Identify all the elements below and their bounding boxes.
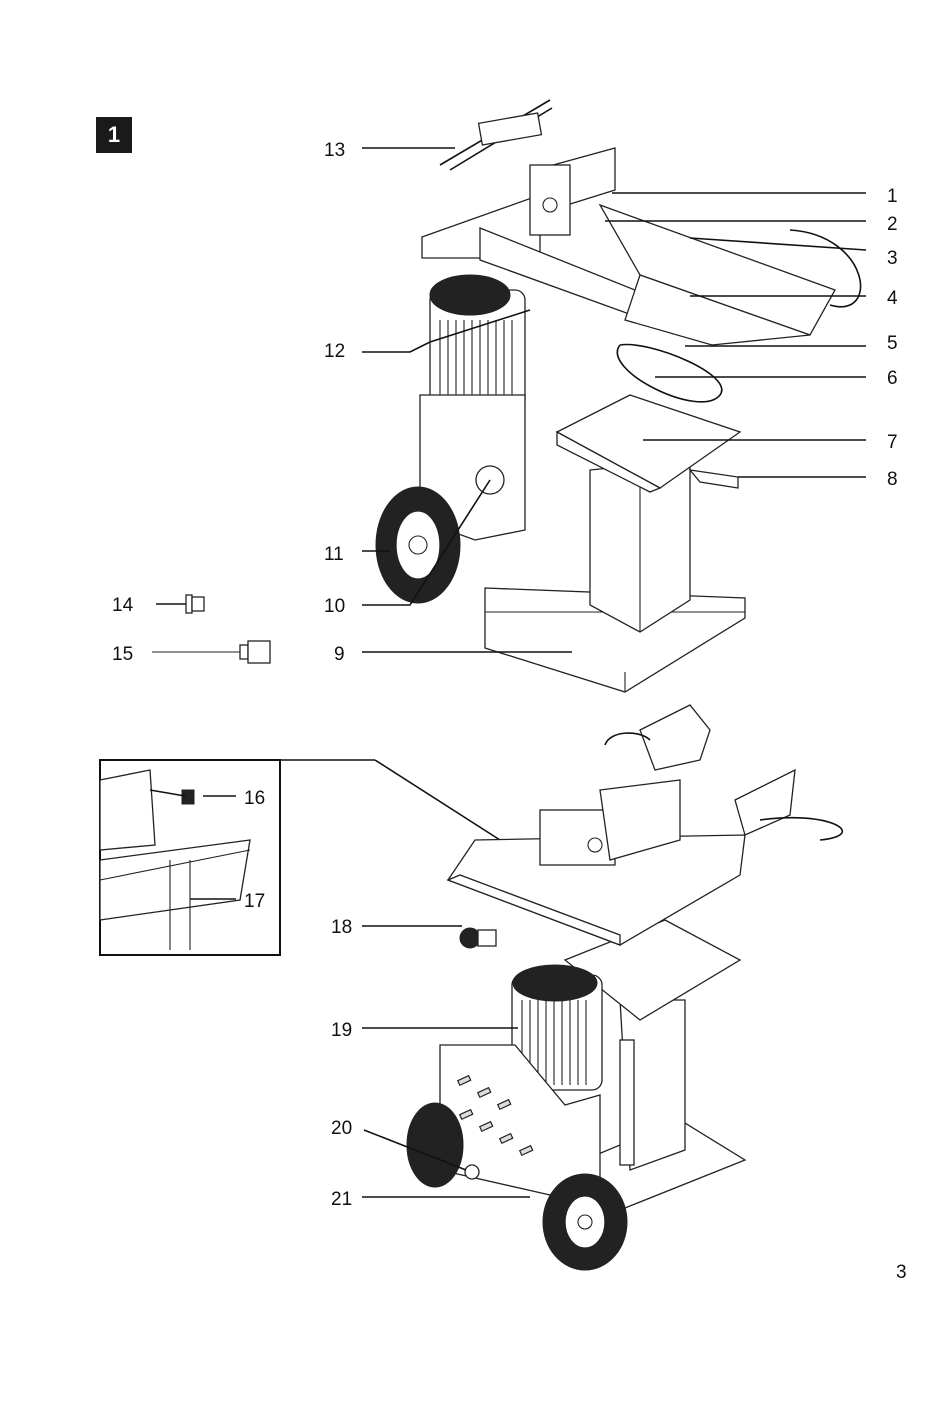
svg-text:21: 21: [331, 1189, 352, 1210]
svg-text:10: 10: [324, 596, 345, 617]
part-15-drawing: [152, 641, 270, 663]
svg-text:11: 11: [324, 544, 344, 565]
callout-1: 1: [612, 186, 898, 207]
svg-text:15: 15: [112, 644, 133, 665]
callout-6: 6: [655, 368, 898, 389]
svg-text:13: 13: [324, 140, 345, 161]
callout-21: 21: [331, 1189, 530, 1210]
svg-text:12: 12: [324, 341, 345, 362]
svg-text:5: 5: [887, 333, 898, 354]
svg-text:2: 2: [887, 214, 898, 235]
callout-15: 15: [112, 644, 133, 665]
callout-8: 8: [738, 469, 898, 490]
svg-text:18: 18: [331, 917, 352, 938]
svg-text:8: 8: [887, 469, 898, 490]
callout-13: 13: [324, 140, 455, 161]
part-14-drawing: [156, 595, 204, 613]
svg-text:3: 3: [887, 248, 898, 269]
svg-text:1: 1: [887, 186, 898, 207]
callout-14: 14: [112, 595, 134, 616]
callout-18: 18: [331, 917, 462, 938]
svg-text:19: 19: [331, 1020, 352, 1041]
svg-text:14: 14: [112, 595, 134, 616]
callout-19: 19: [331, 1020, 518, 1041]
page-number: 3: [896, 1262, 907, 1284]
svg-text:16: 16: [244, 788, 265, 809]
svg-text:7: 7: [887, 432, 898, 453]
svg-text:4: 4: [887, 288, 898, 309]
svg-text:6: 6: [887, 368, 898, 389]
svg-text:9: 9: [334, 644, 345, 665]
top-machine-drawing: [376, 100, 861, 692]
bottom-machine-drawing: [407, 705, 842, 1270]
svg-text:20: 20: [331, 1118, 352, 1139]
svg-text:17: 17: [244, 891, 265, 912]
